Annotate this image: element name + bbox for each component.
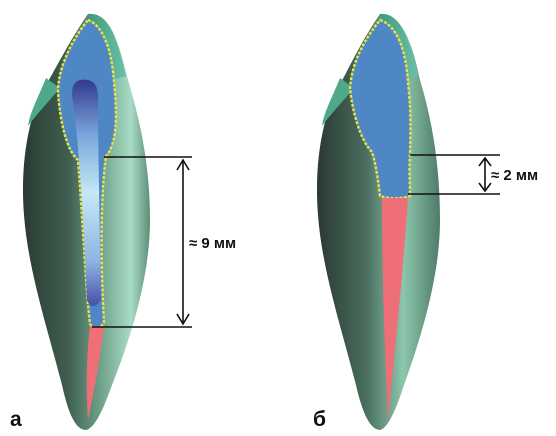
measurement-label-a: ≈ 9 мм bbox=[189, 235, 236, 252]
panel-a: ≈ 9 мм а bbox=[10, 14, 236, 431]
measurement-label-b: ≈ 2 мм bbox=[491, 167, 538, 184]
panel-b: ≈ 2 мм б bbox=[313, 14, 538, 431]
panel-letter-b: б bbox=[313, 408, 326, 431]
panel-letter-a: а bbox=[10, 408, 22, 431]
